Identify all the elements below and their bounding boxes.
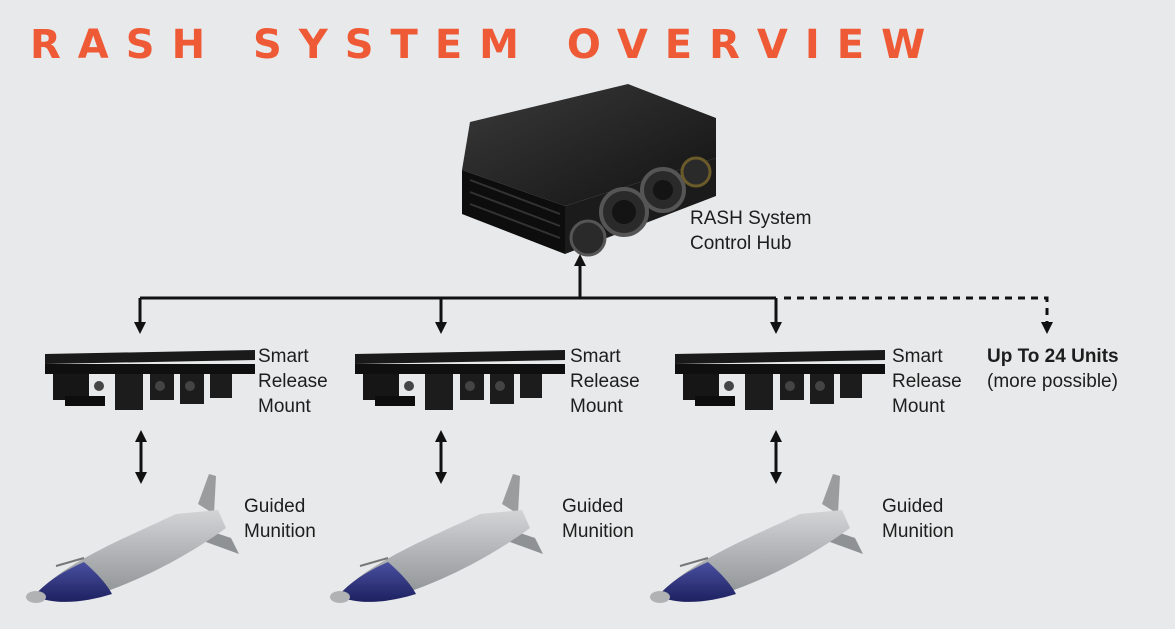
munition-image-3 [650,474,863,603]
munition-image-2 [330,474,543,603]
mount-label-2: Smart Release Mount [570,344,640,419]
mount-image-3 [675,350,885,410]
mount-label-line1: Smart [258,346,309,367]
mount-label-1: Smart Release Mount [258,344,328,419]
mount-label-line1: Smart [892,346,943,367]
mount-image-1 [45,350,255,410]
munition-image-1 [26,474,239,603]
mount-label-line3: Mount [258,396,311,417]
munition-label-line2: Munition [244,521,316,542]
munition-label-line1: Guided [562,496,624,517]
hub-label-line1: RASH System [690,208,812,229]
hub-label-line2: Control Hub [690,233,792,254]
mount-label-line1: Smart [570,346,621,367]
mount-label-line2: Release [570,371,640,392]
hub-label: RASH System Control Hub [690,206,811,256]
mount-label-line3: Mount [892,396,945,417]
munition-label-1: Guided Munition [244,494,316,544]
munition-label-3: Guided Munition [882,494,954,544]
mount-image-2 [355,350,565,410]
units-label-line1: Up To 24 Units [987,346,1119,367]
dashed-extension-line [784,296,1053,334]
munition-label-line2: Munition [882,521,954,542]
mount-label-line2: Release [892,371,962,392]
mount-label-line3: Mount [570,396,623,417]
munition-label-line1: Guided [244,496,306,517]
munition-label-line2: Munition [562,521,634,542]
control-hub-image [462,84,716,257]
munition-label-2: Guided Munition [562,494,634,544]
munition-label-line1: Guided [882,496,944,517]
page-title: RASH SYSTEM OVERVIEW [30,22,943,68]
connector-lines [134,254,1053,484]
units-label: Up To 24 Units (more possible) [987,344,1119,394]
mount-label-3: Smart Release Mount [892,344,962,419]
mount-label-line2: Release [258,371,328,392]
units-label-line2: (more possible) [987,371,1118,392]
